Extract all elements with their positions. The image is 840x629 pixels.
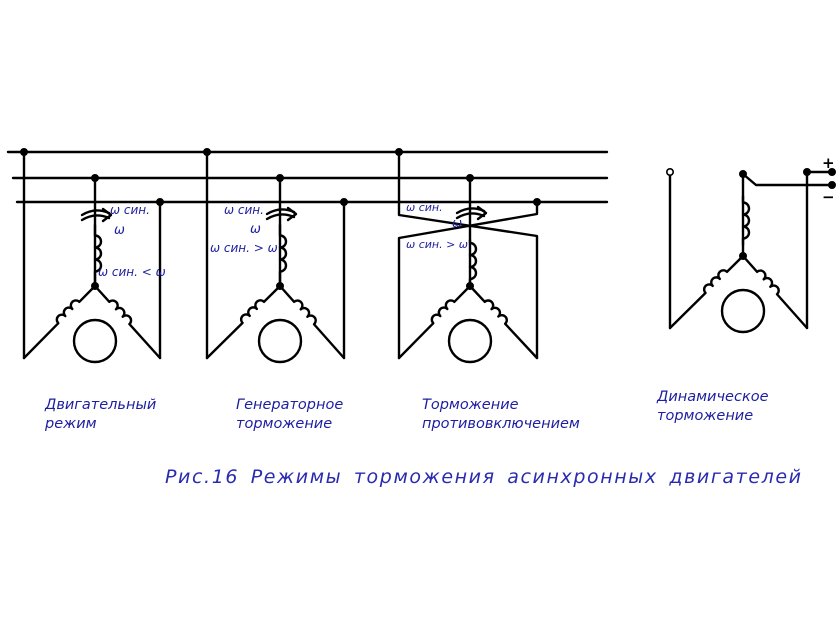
figure-caption: Рис.16 Режимы торможения асинхронных дви… <box>165 466 803 488</box>
minus-terminal-label: − <box>822 188 835 206</box>
junction-dot <box>802 168 811 177</box>
junction-dot <box>827 168 836 177</box>
mode-label-line: Двигательный <box>45 397 157 413</box>
junction-dot <box>19 148 28 157</box>
junction-dot <box>665 168 674 177</box>
arrowhead-icon <box>476 205 488 221</box>
junction-dot <box>465 174 474 183</box>
junction-dot <box>394 148 403 157</box>
mode-label-line: Динамическое <box>657 389 769 405</box>
mode-label-generator: Генераторное торможение <box>236 396 343 434</box>
junction-dot <box>827 181 836 190</box>
omega-relation-label: ω син. > ω <box>210 241 278 255</box>
stator-winding-coil <box>93 223 103 284</box>
junction-dot <box>275 281 284 290</box>
rotor-circle <box>447 318 493 364</box>
mode-label-line: торможение <box>657 408 754 424</box>
stator-winding-coil <box>205 284 282 360</box>
arrowhead-icon <box>101 207 113 223</box>
mode-label-dynamic: Динамическое торможение <box>657 388 769 426</box>
wire <box>397 150 539 360</box>
omega-sync-label: ω син. <box>110 203 150 217</box>
mode-label-plugging: Торможение противовключением <box>422 396 580 434</box>
stator-winding-coil <box>93 284 162 360</box>
omega-sync-label: ω син. <box>224 203 264 217</box>
junction-dot <box>275 174 284 183</box>
junction-dot <box>738 252 747 261</box>
omega-label: ω <box>452 216 462 230</box>
rotor-circle <box>72 318 118 364</box>
mode-label-line: торможение <box>236 416 333 432</box>
junction-dot <box>91 174 100 183</box>
mode-label-line: режим <box>45 416 97 432</box>
omega-relation-label: ω син. < ω <box>98 265 166 279</box>
mode-label-motor: Двигательный режим <box>45 396 156 434</box>
generator-braking-circuit <box>203 148 348 364</box>
omega-label: ω <box>250 222 261 237</box>
wire <box>397 200 539 360</box>
stator-winding-coil <box>468 284 539 360</box>
junction-dot <box>91 281 100 290</box>
stator-winding-coil <box>741 254 809 330</box>
junction-dot <box>203 148 212 157</box>
dynamic-braking-circuit <box>665 168 836 334</box>
supply-bus <box>6 150 609 204</box>
junction-dot <box>738 170 747 179</box>
rotor-circle <box>257 318 303 364</box>
arrowhead-icon <box>286 206 298 222</box>
mode-label-line: Торможение <box>422 397 519 413</box>
mode-label-line: противовключением <box>422 416 580 432</box>
omega-label: ω <box>114 223 125 238</box>
junction-dot <box>339 198 348 207</box>
omega-relation-label: ω син. > ω <box>406 238 468 251</box>
plugging-braking-circuit <box>394 148 541 364</box>
stator-winding-coil <box>278 284 346 360</box>
plus-terminal-label: + <box>822 154 835 172</box>
omega-sync-label: ω син. <box>406 201 443 214</box>
stator-winding-coil <box>22 284 97 360</box>
stator-winding-coil <box>278 223 288 284</box>
junction-dot <box>156 198 165 207</box>
stator-winding-coil <box>468 238 478 284</box>
stator-winding-coil <box>668 254 745 330</box>
stator-winding-coil <box>741 194 751 247</box>
wire <box>741 172 834 187</box>
rotor-circle <box>720 288 766 334</box>
motor-mode-circuit <box>19 148 165 364</box>
junction-dot <box>465 281 474 290</box>
mode-label-line: Генераторное <box>236 397 344 413</box>
junction-dot <box>532 198 541 207</box>
stator-winding-coil <box>397 284 472 360</box>
